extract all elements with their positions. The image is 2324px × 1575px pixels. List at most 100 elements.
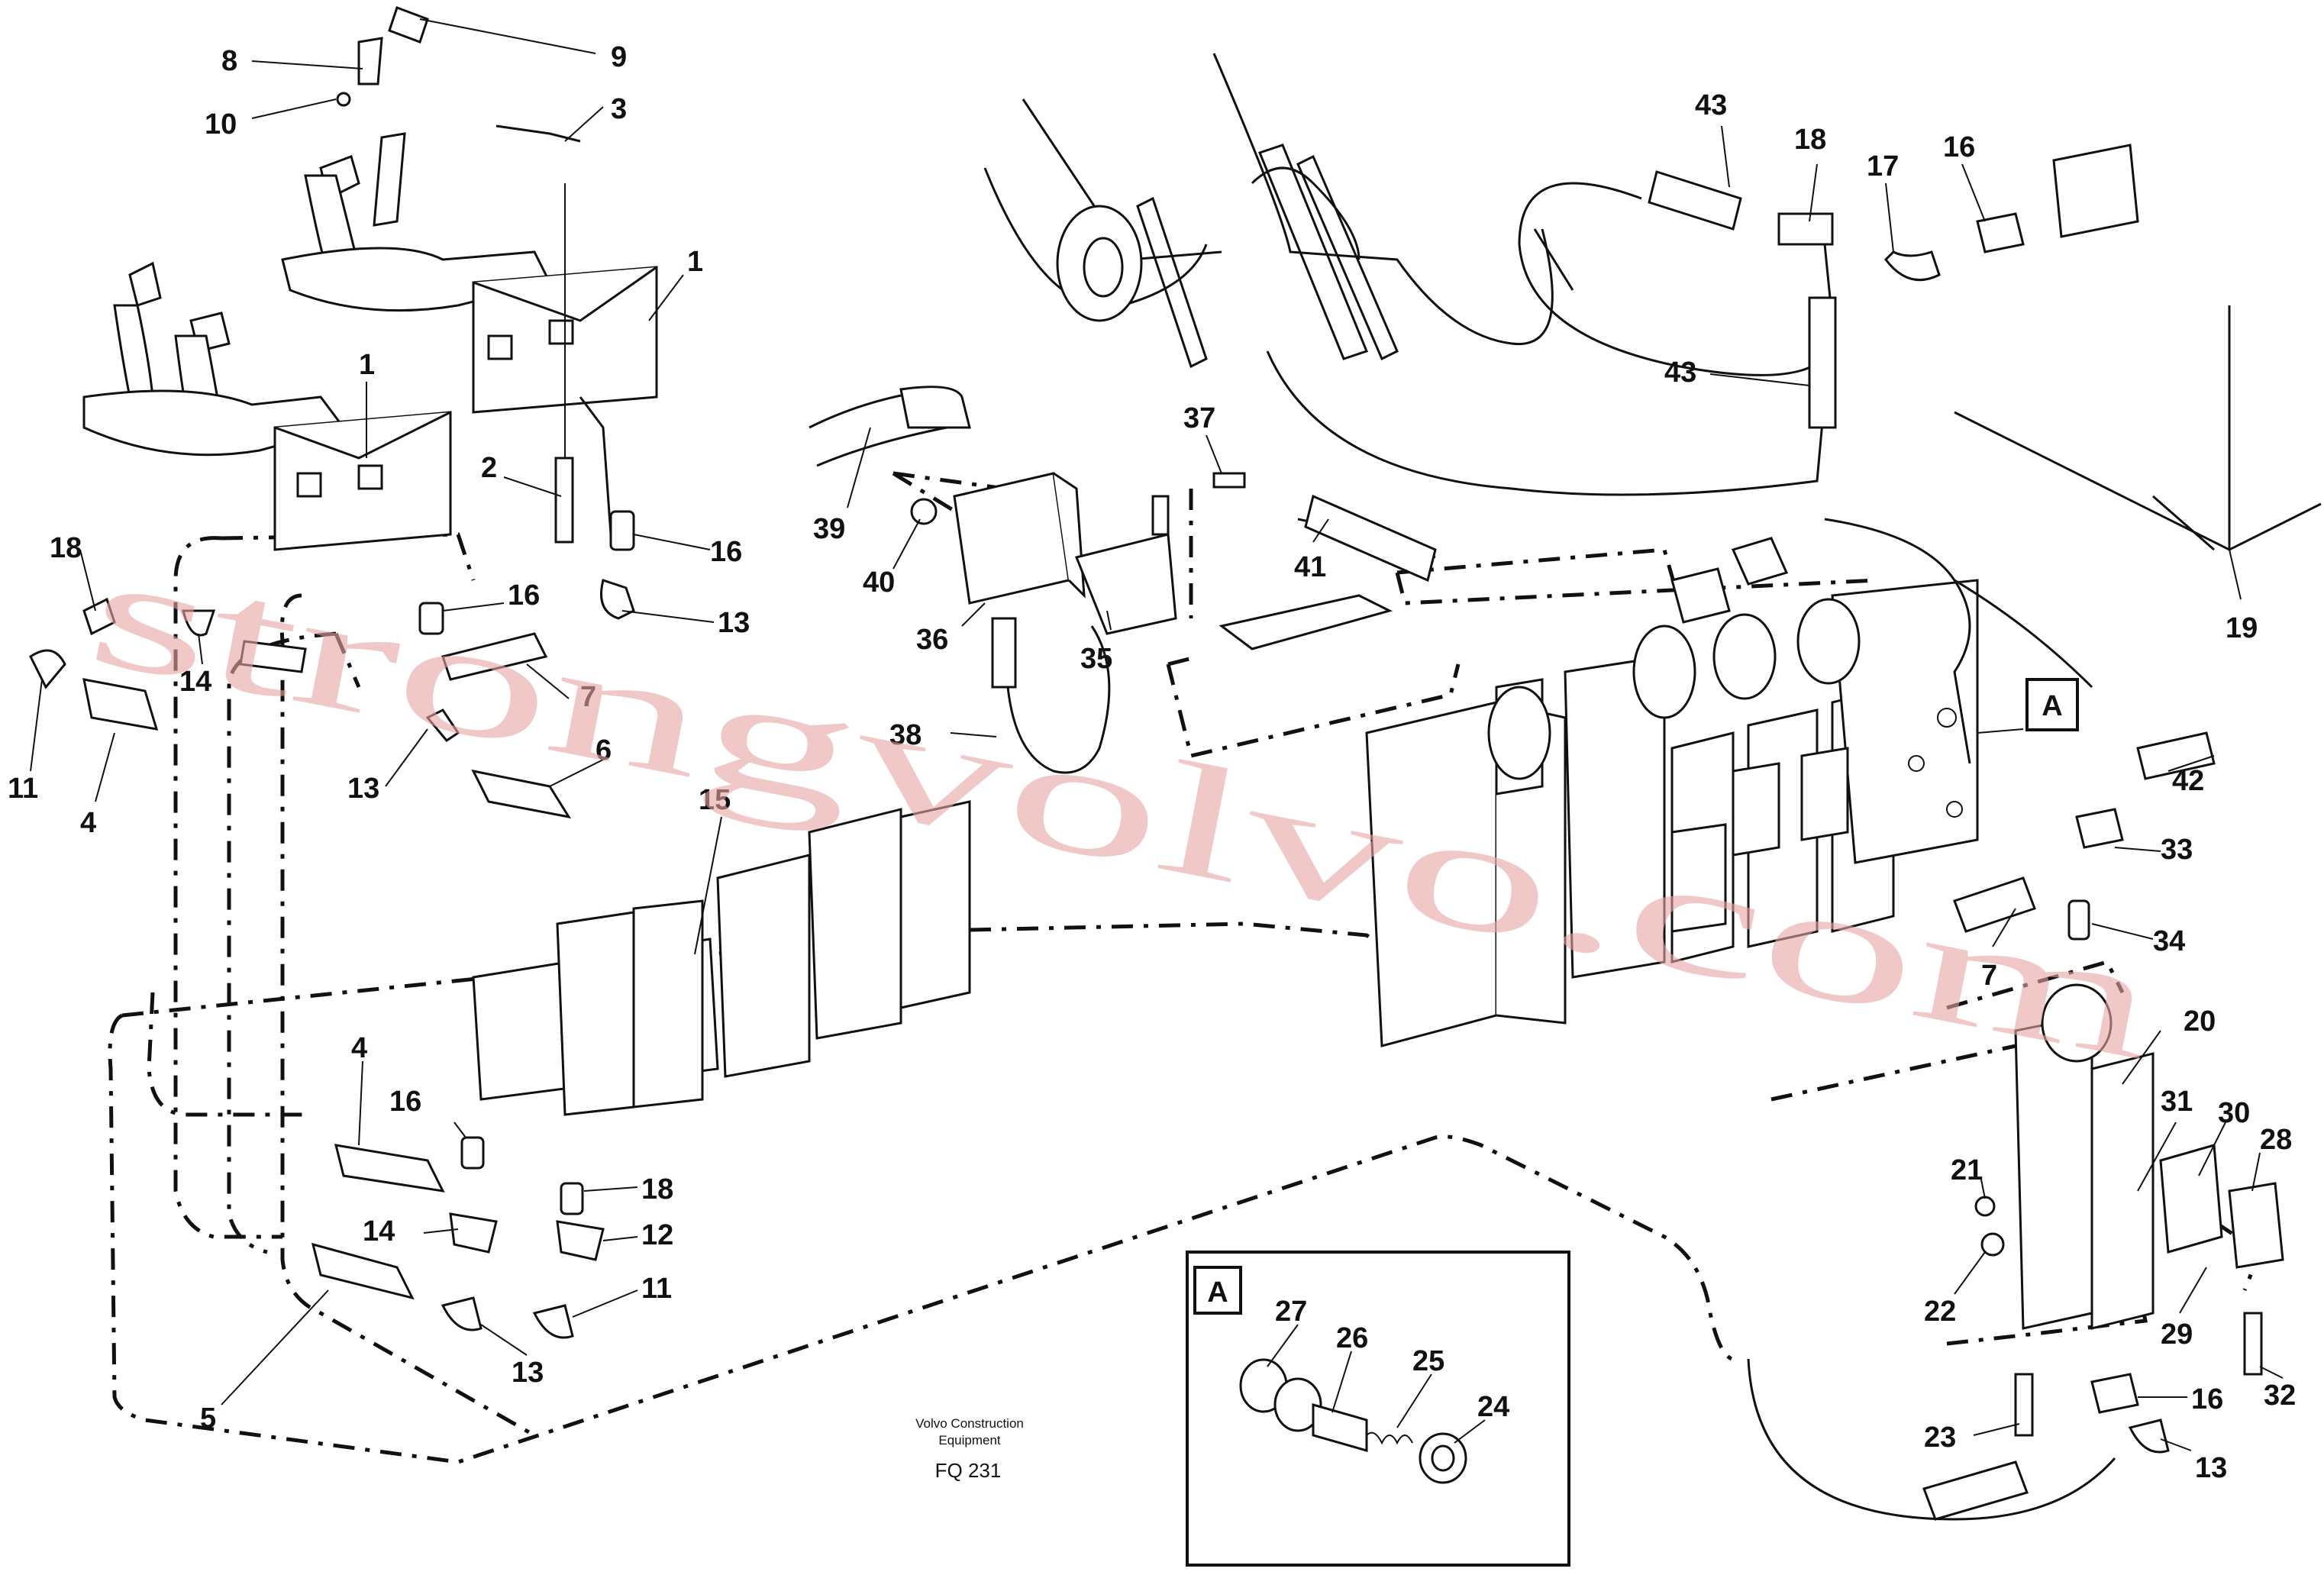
callout-13c: 13 — [512, 1357, 544, 1389]
callout-34: 34 — [2153, 925, 2185, 957]
caption-company: Volvo Construction — [915, 1416, 1024, 1431]
callout-25: 25 — [1412, 1345, 1444, 1377]
callout-24: 24 — [1477, 1391, 1509, 1423]
callout-18b: 18 — [641, 1173, 673, 1205]
adapter-16c — [460, 1136, 485, 1170]
callout-19: 19 — [2226, 612, 2258, 644]
block-36 — [953, 472, 1070, 605]
leader-lines — [30, 18, 2284, 1451]
callout-14a: 14 — [179, 666, 211, 698]
caption-equipment: Equipment — [938, 1433, 1001, 1448]
hose-41 — [1304, 494, 1437, 583]
piston-26 — [1312, 1403, 1368, 1452]
boom-outline — [983, 53, 2322, 552]
callout-12: 12 — [641, 1219, 673, 1251]
callout-16a: 16 — [710, 536, 742, 568]
callout-18c: 18 — [1794, 124, 1826, 156]
o-ring-40 — [910, 498, 938, 525]
elbow-11a — [29, 649, 66, 689]
callout-3: 3 — [611, 93, 627, 125]
left-fittings — [29, 510, 635, 1339]
hose-5 — [311, 1242, 415, 1300]
callout-31: 31 — [2161, 1086, 2193, 1118]
callout-6: 6 — [596, 734, 612, 767]
tee-14b — [449, 1212, 498, 1254]
callout-14b: 14 — [363, 1215, 395, 1247]
block-16d — [2052, 144, 2139, 238]
callout-9: 9 — [611, 41, 627, 73]
middle-components — [809, 386, 1437, 774]
adapter-16e — [2090, 1373, 2139, 1414]
adapter-18a — [82, 597, 116, 636]
tee-33 — [2075, 808, 2124, 849]
bolt-32 — [2243, 1312, 2263, 1376]
callout-32: 32 — [2264, 1380, 2296, 1412]
callout-28: 28 — [2260, 1124, 2292, 1156]
callout-16e: 16 — [2191, 1383, 2223, 1415]
callout-29: 29 — [2161, 1318, 2193, 1351]
callout-16d: 16 — [1943, 131, 1975, 163]
callout-11b: 11 — [641, 1273, 672, 1305]
adapter-34 — [2067, 899, 2090, 941]
detail-view-a: A — [1186, 1251, 1570, 1567]
callout-4a: 4 — [80, 807, 96, 839]
callout-1b: 1 — [359, 349, 375, 381]
callout-13d: 13 — [2195, 1452, 2227, 1484]
adapter-16a — [609, 510, 635, 551]
washer-22 — [1980, 1232, 2005, 1257]
callout-4b: 4 — [351, 1032, 367, 1064]
hose-43a — [1648, 170, 1742, 231]
callout-21: 21 — [1951, 1154, 1983, 1186]
elbow-14a — [182, 609, 216, 637]
tee-18c — [1777, 212, 1834, 246]
elbow-17 — [1884, 250, 1941, 282]
screw-10 — [336, 92, 351, 107]
ring-26 — [1273, 1377, 1322, 1432]
hose-7a — [441, 632, 548, 681]
elbow-13d — [2128, 1418, 2170, 1454]
callout-15: 15 — [699, 784, 731, 816]
elbow-13c — [441, 1296, 483, 1331]
bolt-37a — [1151, 495, 1170, 536]
callout-5: 5 — [200, 1402, 216, 1435]
section-marker-a: A — [1977, 678, 2079, 734]
diagram-caption: Volvo Construction Equipment FQ 231 — [915, 1416, 1024, 1482]
callout-43a: 43 — [1695, 89, 1727, 121]
hose-39 — [899, 386, 971, 429]
hose-4b — [334, 1144, 445, 1193]
callout-40: 40 — [863, 566, 895, 599]
callout-43b: 43 — [1664, 357, 1696, 389]
lever-knob-8 — [357, 37, 383, 86]
callout-27: 27 — [1275, 1296, 1307, 1328]
fitting-13b — [425, 708, 460, 742]
fitting-38 — [991, 617, 1017, 689]
callout-38: 38 — [889, 719, 922, 751]
callout-26: 26 — [1336, 1322, 1368, 1354]
hose-7b — [1953, 876, 2036, 933]
right-fittings — [1266, 144, 2284, 1521]
callout-11a: 11 — [8, 773, 38, 805]
tee-12 — [556, 1220, 605, 1261]
callout-22: 22 — [1924, 1296, 1956, 1328]
spring-25 — [1366, 1431, 1413, 1445]
callout-2: 2 — [481, 452, 497, 484]
detail-label: A — [1207, 1276, 1228, 1309]
callout-1a: 1 — [687, 246, 703, 278]
bolt-37b — [1212, 472, 1246, 489]
adapter-16d — [1976, 212, 2025, 253]
block-30 — [2159, 1144, 2223, 1254]
hose-6 — [471, 769, 572, 819]
callout-18a: 18 — [50, 532, 82, 564]
elbow-13a — [600, 579, 635, 620]
callout-35: 35 — [1080, 643, 1112, 675]
callout-13a: 13 — [718, 607, 750, 639]
main-control-valve — [1365, 579, 1979, 1047]
callout-36: 36 — [916, 624, 948, 656]
callout-23: 23 — [1924, 1422, 1956, 1454]
callout-16c: 16 — [389, 1086, 421, 1118]
o-ring-21 — [1974, 1196, 1996, 1217]
callout-7a: 7 — [580, 681, 596, 713]
callout-10: 10 — [205, 108, 237, 140]
callout-7b: 7 — [1981, 960, 1997, 992]
